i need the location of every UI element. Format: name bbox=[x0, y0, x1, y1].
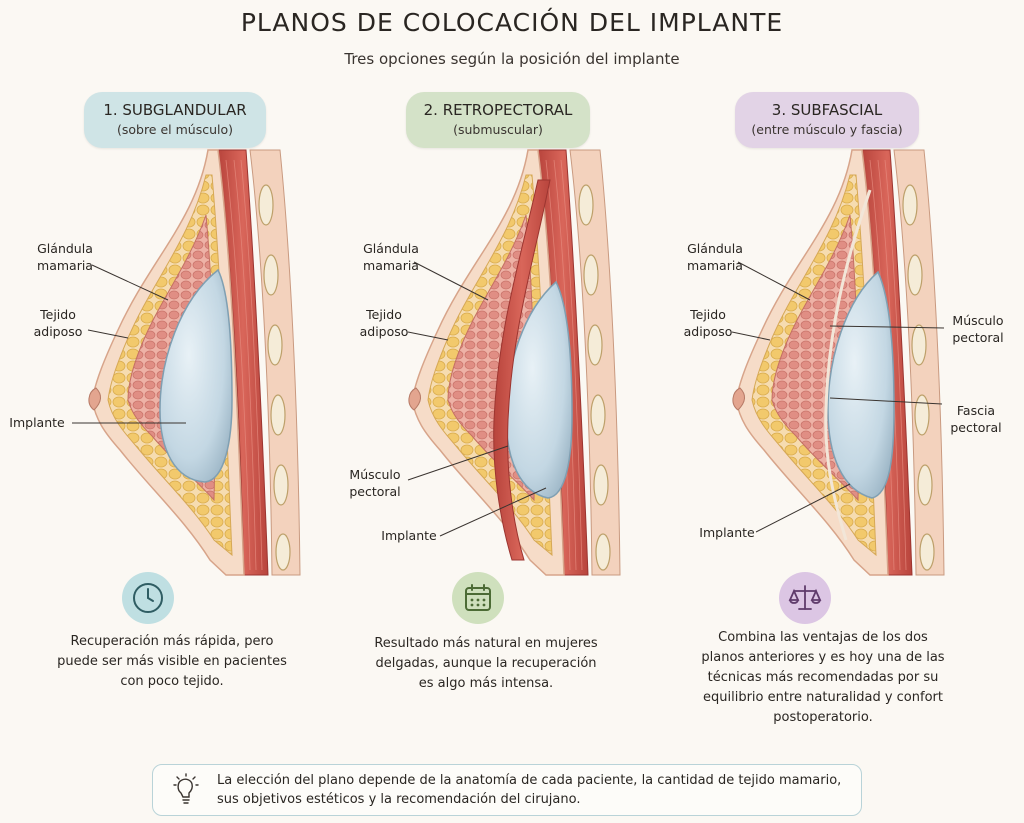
panel-3-subheading: (entre músculo y fascia) bbox=[751, 122, 903, 137]
panel-1-description: Recuperación más rápida, pero puede ser … bbox=[57, 634, 287, 689]
panel-1-label-gland: Glándula mamaria bbox=[37, 241, 93, 273]
info-note: La elección del plano depende de la anat… bbox=[152, 764, 862, 816]
panel-2-description: Resultado más natural en mujeres delgada… bbox=[374, 636, 598, 691]
panel-3-label-implant: Implante bbox=[699, 525, 755, 540]
clock-icon bbox=[122, 572, 174, 624]
panel-2-subheading: (submuscular) bbox=[453, 122, 543, 137]
panel-1-heading: 1. SUBGLANDULAR bbox=[103, 101, 247, 119]
panel-3-badge: 3. SUBFASCIAL (entre músculo y fascia) bbox=[735, 92, 919, 148]
panel-2-label-implant: Implante bbox=[381, 528, 437, 543]
calendar-icon bbox=[452, 572, 504, 624]
panel-3-anatomy bbox=[732, 149, 945, 576]
panel-3-label-fascia: Fascia pectoral bbox=[950, 403, 1002, 435]
panel-3-fascia-shape bbox=[824, 189, 872, 541]
panel-2-anatomy bbox=[408, 149, 621, 576]
info-note-text: La elección del plano depende de la anat… bbox=[217, 773, 842, 807]
lightbulb-icon bbox=[173, 773, 199, 804]
panel-3-description: Combina las ventajas de los dos planos a… bbox=[701, 630, 945, 725]
panel-2-label-fat: Tejido adiposo bbox=[359, 307, 409, 339]
panel-2-label-gland: Glándula mamaria bbox=[363, 241, 419, 273]
panel-1-badge: 1. SUBGLANDULAR (sobre el músculo) bbox=[84, 92, 266, 148]
balance-scale-icon bbox=[779, 572, 831, 624]
page-title: PLANOS DE COLOCACIÓN DEL IMPLANTE bbox=[240, 8, 784, 37]
panel-2-badge: 2. RETROPECTORAL (submuscular) bbox=[406, 92, 590, 148]
panel-3-heading: 3. SUBFASCIAL bbox=[771, 101, 883, 119]
panel-1-implant-shape bbox=[159, 268, 233, 483]
leader-lines bbox=[72, 261, 945, 537]
panel-2-label-muscle: Músculo pectoral bbox=[349, 467, 401, 499]
panel-1-subheading: (sobre el músculo) bbox=[116, 122, 234, 137]
panel-2-muscle-shape bbox=[493, 179, 551, 561]
panel-1-anatomy bbox=[88, 149, 301, 576]
page-subtitle: Tres opciones según la posición del impl… bbox=[344, 50, 680, 68]
panel-3-label-muscle: Músculo pectoral bbox=[952, 313, 1004, 345]
panel-3-label-fat: Tejido adiposo bbox=[683, 307, 733, 339]
panel-2-heading: 2. RETROPECTORAL bbox=[423, 101, 573, 119]
panel-1-label-fat: Tejido adiposo bbox=[33, 307, 83, 339]
panel-1-label-implant: Implante bbox=[9, 415, 65, 430]
panel-3-implant-shape bbox=[827, 270, 895, 499]
panel-3-label-gland: Glándula mamaria bbox=[687, 241, 743, 273]
